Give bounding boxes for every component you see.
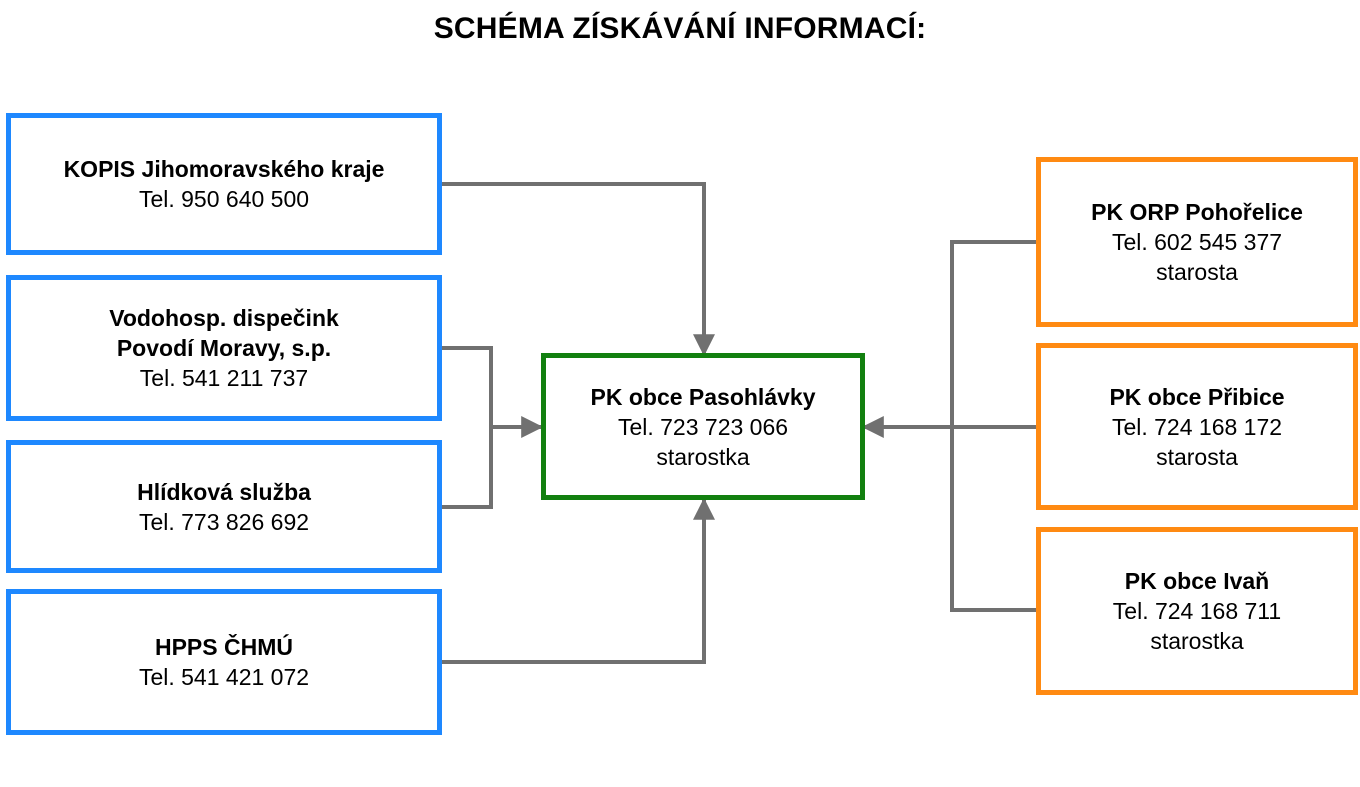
source-name: Hlídková služba	[137, 478, 311, 505]
source-box-hlidkova: Hlídková služba Tel. 773 826 692	[6, 440, 442, 573]
source-box-hpps: HPPS ČHMÚ Tel. 541 421 072	[6, 589, 442, 735]
neighbor-name: PK obce Ivaň	[1124, 568, 1270, 594]
source-phone: Tel. 541 211 737	[139, 365, 309, 391]
neighbor-role: starostka	[1150, 628, 1244, 654]
source-phone: Tel. 950 640 500	[138, 186, 310, 212]
source-name-line-2: Povodí Moravy, s.p.	[116, 335, 332, 361]
neighbor-phone: Tel. 602 545 377	[1111, 229, 1283, 255]
center-box-pasohlavky: PK obce Pasohlávky Tel. 723 723 066 star…	[541, 353, 865, 500]
neighbor-name: PK ORP Pohořelice	[1091, 199, 1303, 225]
connector-bracket-left	[441, 346, 493, 509]
source-phone: Tel. 773 826 692	[138, 508, 310, 535]
page-title: SCHÉMA ZÍSKÁVÁNÍ INFORMACÍ:	[433, 12, 927, 45]
source-phone: Tel. 541 421 072	[138, 664, 310, 690]
neighbor-box-pribice: PK obce Přibice Tel. 724 168 172 starost…	[1036, 343, 1358, 510]
neighbor-role: starosta	[1156, 443, 1238, 470]
connector-kopis-to-center	[441, 182, 715, 357]
neighbor-phone: Tel. 724 168 711	[1112, 598, 1282, 624]
source-box-kopis: KOPIS Jihomoravského kraje Tel. 950 640 …	[6, 113, 442, 255]
source-name: KOPIS Jihomoravského kraje	[63, 156, 385, 182]
source-name: HPPS ČHMÚ	[154, 634, 293, 660]
neighbor-name: PK obce Přibice	[1109, 383, 1285, 410]
center-name: PK obce Pasohlávky	[590, 383, 816, 410]
neighbor-box-ivan: PK obce Ivaň Tel. 724 168 711 starostka	[1036, 527, 1358, 695]
neighbor-phone: Tel. 724 168 172	[1111, 413, 1283, 440]
source-name: Vodohosp. dispečink	[109, 305, 339, 331]
center-role: starostka	[656, 443, 750, 470]
source-box-vodohosp: Vodohosp. dispečink Povodí Moravy, s.p. …	[6, 275, 442, 421]
connector-hpps-to-center	[441, 497, 715, 664]
neighbor-box-pohorelice: PK ORP Pohořelice Tel. 602 545 377 staro…	[1036, 157, 1358, 327]
neighbor-role: starosta	[1156, 259, 1238, 285]
center-phone: Tel. 723 723 066	[617, 413, 789, 440]
